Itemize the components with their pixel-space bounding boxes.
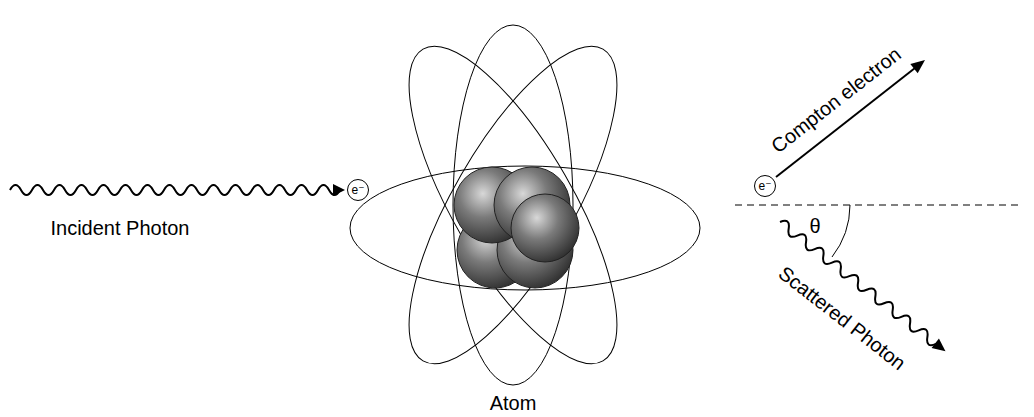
incident-photon-wave: [10, 184, 345, 196]
angle-arc: [832, 205, 850, 257]
electron-symbol: e⁻: [758, 180, 771, 192]
orbits: [350, 19, 700, 391]
nucleus: [454, 167, 579, 288]
reference-line: [735, 205, 1020, 206]
photon-label: Incident Photon: [51, 217, 190, 239]
atom-label: Atom: [490, 392, 537, 414]
angle-symbol: θ: [809, 215, 820, 237]
electron-circle: e⁻: [754, 175, 776, 197]
electron-label: Compton electron: [767, 43, 905, 158]
electron-circle: e⁻: [347, 179, 369, 201]
photon-label: Scattered Photon: [774, 262, 909, 374]
electron-symbol: e⁻: [351, 184, 364, 196]
